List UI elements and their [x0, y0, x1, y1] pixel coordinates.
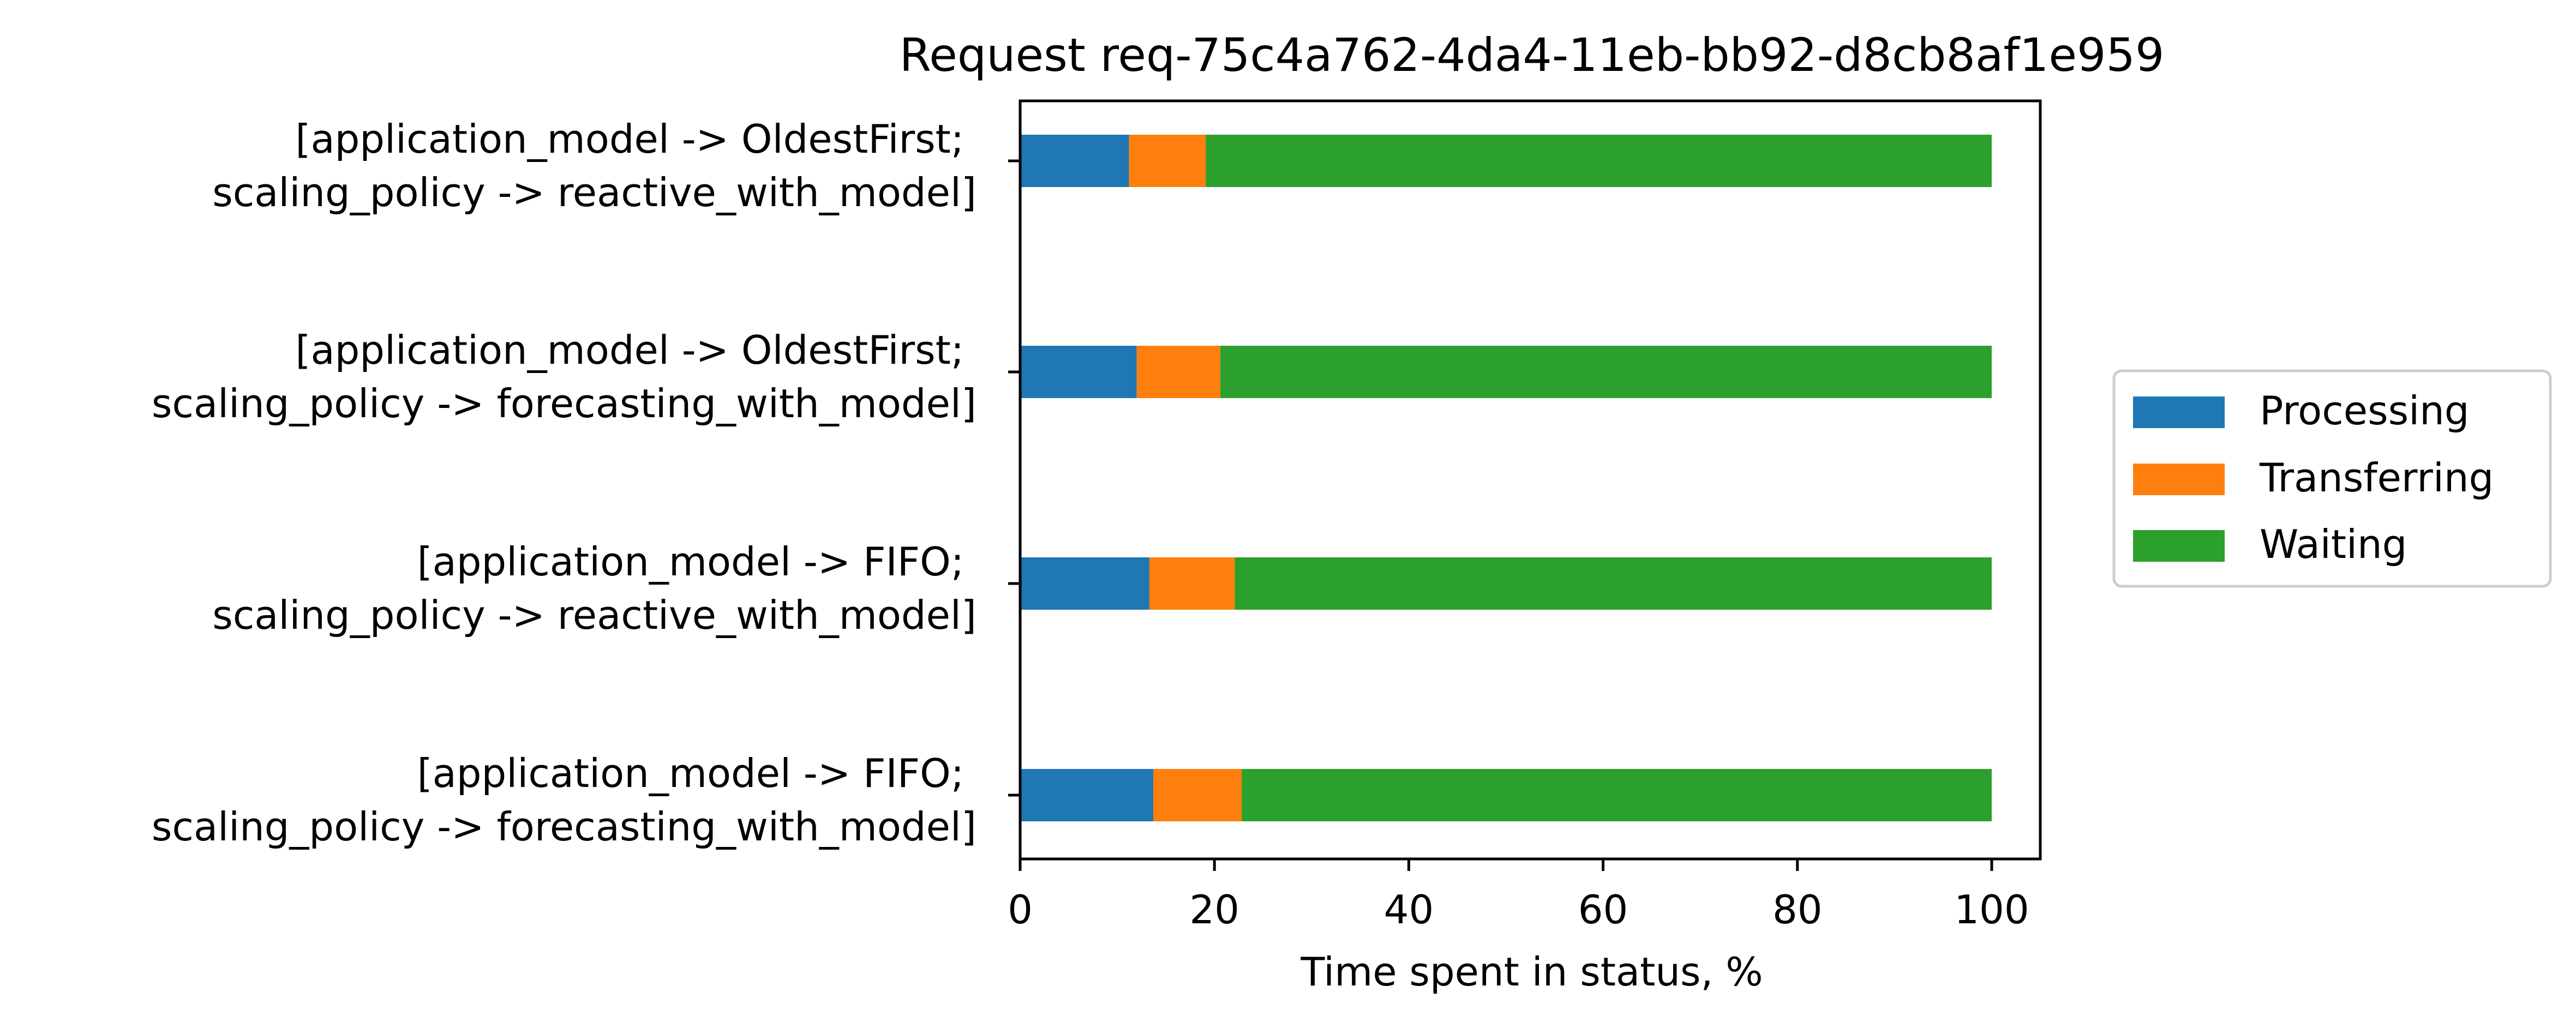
- bars-group: [1020, 135, 1992, 821]
- x-tick-label-40: 40: [1384, 887, 1434, 933]
- category-labels: [application_model -> OldestFirst; scali…: [152, 116, 977, 850]
- x-tick-label-80: 80: [1772, 887, 1823, 933]
- legend-swatch-transferring: [2133, 464, 2225, 495]
- bar-processing-4: [1020, 769, 1153, 821]
- bar-transferring-1: [1129, 135, 1206, 187]
- x-tick-label-20: 20: [1189, 887, 1239, 933]
- x-axis-label: Time spent in status, %: [1300, 949, 1763, 995]
- legend-label-waiting: Waiting: [2260, 521, 2407, 567]
- x-tick-label-0: 0: [1008, 887, 1033, 933]
- legend-label-processing: Processing: [2260, 388, 2469, 434]
- bar-processing-2: [1020, 346, 1137, 398]
- category-label-1: [application_model -> OldestFirst; scali…: [212, 116, 977, 215]
- x-tick-label-60: 60: [1578, 887, 1628, 933]
- bar-transferring-2: [1136, 346, 1220, 398]
- x-tick-label-100: 100: [1954, 887, 2029, 933]
- x-axis: 0 20 40 60 80 100: [1008, 859, 2029, 933]
- chart-title: Request req-75c4a762-4da4-11eb-bb92-d8cb…: [900, 28, 2165, 82]
- bar-waiting-1: [1206, 135, 1992, 187]
- bar-transferring-3: [1149, 557, 1235, 610]
- bar-waiting-2: [1220, 346, 1992, 398]
- legend-label-transferring: Transferring: [2259, 455, 2494, 501]
- category-label-4: [application_model -> FIFO; scaling_poli…: [152, 750, 977, 850]
- plot-frame: [1019, 99, 2042, 861]
- legend: Processing Transferring Waiting: [2112, 369, 2552, 588]
- bar-waiting-3: [1235, 557, 1992, 610]
- bar-waiting-4: [1242, 769, 1992, 821]
- y-tick-marks: [1008, 159, 1020, 797]
- category-label-2: [application_model -> OldestFirst; scali…: [152, 327, 977, 426]
- bar-transferring-4: [1153, 769, 1242, 821]
- bar-processing-1: [1020, 135, 1129, 187]
- legend-swatch-waiting: [2133, 530, 2225, 562]
- bar-processing-3: [1020, 557, 1149, 610]
- legend-swatch-processing: [2133, 396, 2225, 428]
- category-label-3: [application_model -> FIFO; scaling_poli…: [212, 539, 977, 638]
